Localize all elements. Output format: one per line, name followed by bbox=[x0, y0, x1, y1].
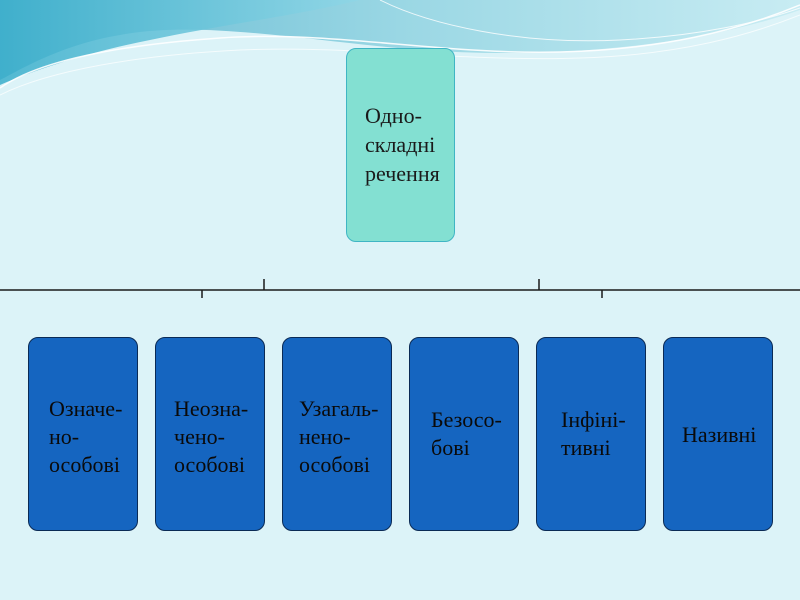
header-wave-decoration bbox=[0, 0, 800, 96]
root-node-label: Одно- складні речення bbox=[365, 103, 440, 186]
child-node-label: Узагаль- нено- особові bbox=[299, 396, 379, 477]
child-node-box: Називні bbox=[663, 337, 773, 531]
child-node-label: Безосо- бові bbox=[431, 407, 502, 460]
child-node-label: Називні bbox=[682, 422, 757, 447]
child-node-label: Неозна- чено- особові bbox=[174, 396, 249, 477]
child-node-box: Узагаль- нено- особові bbox=[282, 337, 392, 531]
child-node-box: Безосо- бові bbox=[409, 337, 519, 531]
child-node-label: Інфіні- тивні bbox=[561, 407, 626, 460]
child-node-label: Означе- но- особові bbox=[49, 396, 123, 477]
child-node-box: Неозна- чено- особові bbox=[155, 337, 265, 531]
child-node-box: Означе- но- особові bbox=[28, 337, 138, 531]
child-node-box: Інфіні- тивні bbox=[536, 337, 646, 531]
root-node-box: Одно- складні речення bbox=[346, 48, 455, 242]
